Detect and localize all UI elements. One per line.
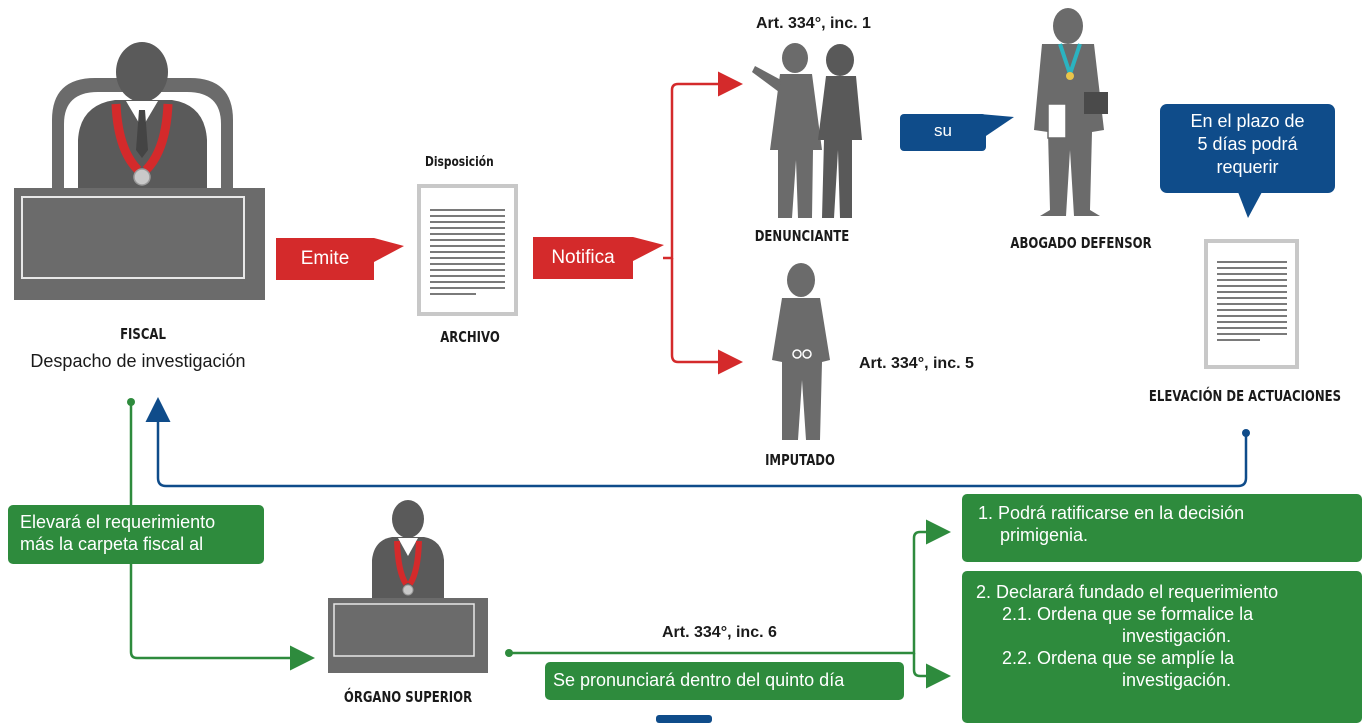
pronuncia-text: Se pronunciará dentro del quinto día bbox=[553, 670, 845, 690]
su-bubble bbox=[900, 114, 1014, 151]
denunciante-figure-icon bbox=[752, 43, 862, 218]
elevacion-note-line: 5 días podrá bbox=[1197, 134, 1298, 154]
archivo-header: Disposición bbox=[425, 155, 494, 170]
elevacion-document-icon bbox=[1204, 239, 1299, 369]
arrow-to-outcome-2 bbox=[912, 653, 951, 689]
outcome-1-line: primigenia. bbox=[1000, 525, 1089, 545]
archivo-caption: ARCHIVO bbox=[440, 328, 500, 346]
arrow-to-organo bbox=[129, 402, 315, 671]
organo-article: Art. 334°, inc. 6 bbox=[662, 624, 777, 641]
imputado-article: Art. 334°, inc. 5 bbox=[859, 355, 974, 372]
outcome-2-line: investigación. bbox=[1122, 626, 1232, 646]
elevara-box: Elevará el requerimiento más la carpeta … bbox=[8, 505, 264, 564]
elevacion-note: En el plazo de 5 días podrá requerir bbox=[1160, 104, 1335, 193]
fiscal-figure-icon bbox=[14, 42, 265, 300]
imputado-figure-icon bbox=[772, 263, 830, 440]
elevara-line: más la carpeta fiscal al bbox=[20, 534, 204, 554]
organo-figure-icon bbox=[328, 500, 488, 673]
outcome-2-line: investigación. bbox=[1122, 670, 1232, 690]
archivo-document-icon bbox=[417, 184, 518, 316]
abogado-figure-icon bbox=[1034, 8, 1108, 216]
imputado-caption: IMPUTADO bbox=[765, 451, 835, 469]
emite-bubble bbox=[276, 238, 404, 280]
outcome-2-box: 2. Declarará fundado el requerimiento 2.… bbox=[962, 571, 1362, 723]
bottom-stub bbox=[656, 715, 712, 723]
arrow-to-imputado bbox=[670, 258, 743, 375]
notifica-label: Notifica bbox=[551, 247, 615, 268]
elevara-line: Elevará el requerimiento bbox=[20, 512, 216, 532]
elevacion-note-line: En el plazo de bbox=[1190, 111, 1305, 131]
pronuncia-box: Se pronunciará dentro del quinto día bbox=[545, 662, 904, 700]
outcome-2-line: 2. Declarará fundado el requerimiento bbox=[976, 582, 1279, 602]
su-label: su bbox=[934, 121, 952, 140]
denunciante-caption: DENUNCIANTE bbox=[754, 227, 850, 245]
denunciante-article: Art. 334°, inc. 1 bbox=[756, 15, 871, 32]
elevacion-caption: ELEVACIÓN DE ACTUACIONES bbox=[1148, 387, 1342, 405]
emite-label: Emite bbox=[300, 248, 350, 269]
organo-caption: ÓRGANO SUPERIOR bbox=[343, 688, 473, 706]
outcome-1-box: 1. Podrá ratificarse en la decisión prim… bbox=[962, 494, 1362, 562]
arrow-to-outcome-1 bbox=[509, 519, 951, 655]
note-pointer bbox=[1238, 192, 1262, 218]
fiscal-subtitle: Despacho de investigación bbox=[30, 351, 246, 371]
outcome-1-line: 1. Podrá ratificarse en la decisión bbox=[978, 503, 1245, 523]
elevacion-note-line: requerir bbox=[1216, 157, 1279, 177]
return-arrow bbox=[145, 397, 1248, 488]
fiscal-title: FISCAL bbox=[120, 325, 166, 343]
arrow-to-denunciante bbox=[663, 71, 743, 260]
outcome-2-line: 2.2. Ordena que se amplíe la bbox=[1002, 648, 1235, 668]
notifica-bubble bbox=[533, 237, 664, 279]
outcome-2-line: 2.1. Ordena que se formalice la bbox=[1002, 604, 1254, 624]
abogado-caption: ABOGADO DEFENSOR bbox=[1010, 234, 1152, 252]
